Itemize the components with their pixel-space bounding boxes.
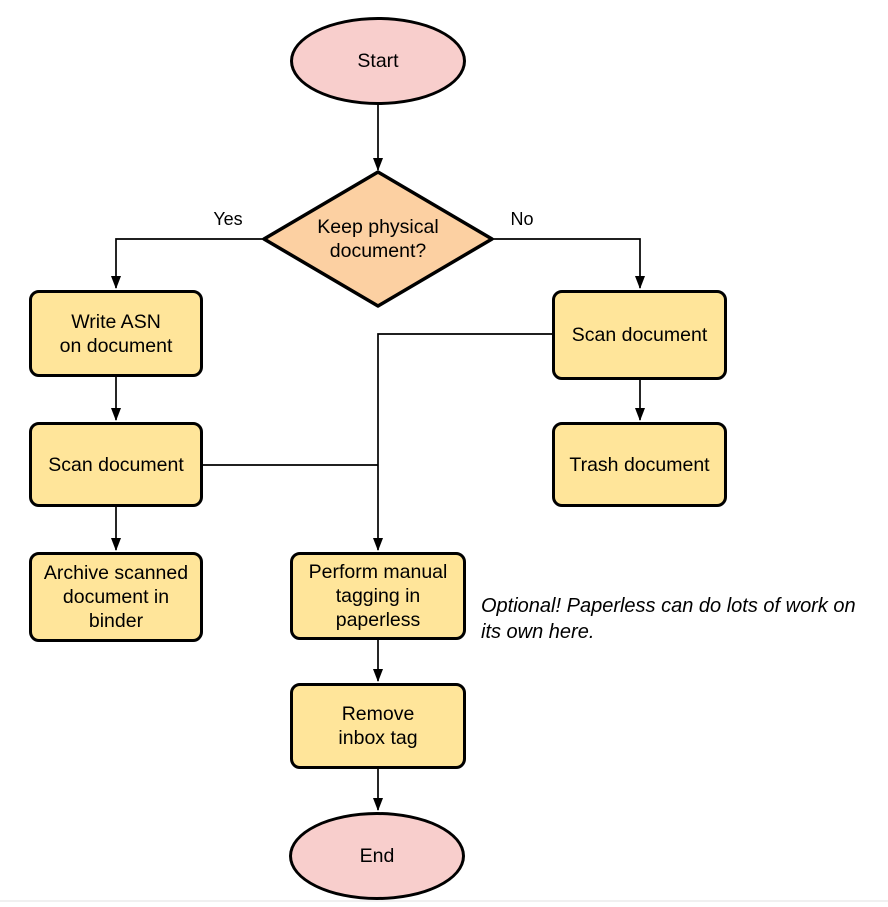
node-decision-label: Keep physical document?	[317, 216, 439, 262]
optional-note-text: Optional! Paperless can do lots of work …	[481, 595, 856, 643]
node-end: End	[289, 812, 465, 900]
edge-decision-yes-to-write-asn	[111, 238, 264, 289]
node-archive-scanned: Archive scanned document in binder	[29, 552, 203, 642]
decision-diamond-shape	[262, 170, 494, 308]
edge-label-no: No	[510, 209, 534, 229]
node-remove-inbox-tag: Remove inbox tag	[290, 683, 466, 769]
edge-decision-no-to-scan-right	[492, 238, 645, 289]
node-scan-document-left: Scan document	[29, 422, 203, 507]
node-start: Start	[290, 17, 466, 105]
node-trash-document: Trash document	[552, 422, 727, 507]
node-manual-tagging: Perform manual tagging in paperless	[290, 552, 466, 640]
edge-scan-right-to-tagging	[373, 333, 552, 551]
node-scan-document-right: Scan document	[552, 290, 727, 380]
edge-label-yes: Yes	[213, 209, 243, 229]
node-write-asn: Write ASN on document	[29, 290, 203, 377]
